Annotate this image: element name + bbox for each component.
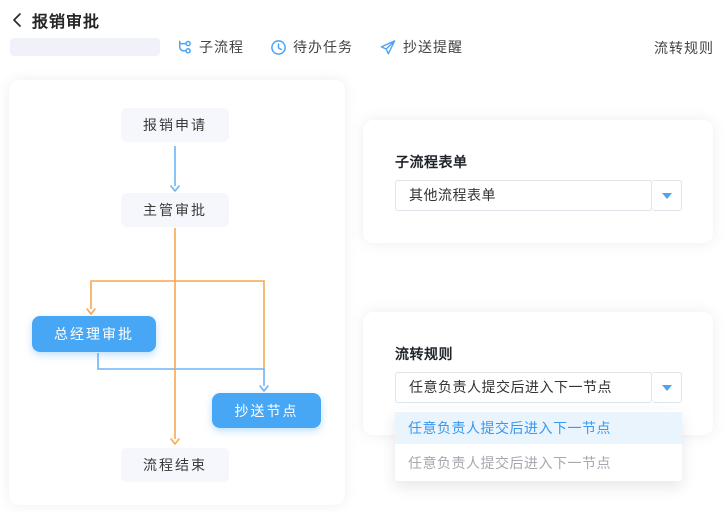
send-icon — [379, 39, 397, 56]
flow-node-cc[interactable]: 抄送节点 — [212, 393, 321, 428]
placeholder-bar — [10, 38, 160, 56]
flow-node-supervisor[interactable]: 主管审批 — [121, 193, 229, 227]
tool-item-todo-task[interactable]: 待办任务 — [270, 37, 353, 57]
subprocess-form-select-value: 其他流程表单 — [395, 180, 652, 211]
caret-down-icon — [661, 192, 672, 199]
flow-rules-dropdown-menu: 任意负责人提交后进入下一节点 任意负责人提交后进入下一节点 — [395, 410, 682, 481]
tool-item-label: 抄送提醒 — [403, 39, 463, 55]
caret-down-icon — [661, 384, 672, 391]
clock-icon — [270, 39, 287, 56]
dropdown-option-selected[interactable]: 任意负责人提交后进入下一节点 — [395, 412, 682, 444]
tool-item-cc-reminder[interactable]: 抄送提醒 — [379, 37, 463, 57]
flow-connectors — [86, 146, 269, 445]
tool-item-label: 子流程 — [199, 39, 244, 55]
flow-node-start[interactable]: 报销申请 — [121, 108, 229, 142]
back-button[interactable]: 报销审批 — [10, 8, 100, 32]
subprocess-form-select-caret[interactable] — [652, 180, 682, 211]
flow-node-general-manager[interactable]: 总经理审批 — [32, 316, 156, 352]
flow-rules-label: 流转规则 — [395, 346, 453, 362]
page-title: 报销审批 — [32, 14, 101, 31]
flow-rules-select-value: 任意负责人提交后进入下一节点 — [395, 372, 652, 403]
flow-node-end[interactable]: 流程结束 — [121, 448, 229, 482]
subprocess-form-label: 子流程表单 — [395, 154, 468, 170]
subprocess-icon — [176, 39, 193, 56]
flow-rules-select-caret[interactable] — [652, 372, 682, 403]
subprocess-form-card: 子流程表单 其他流程表单 — [363, 120, 713, 243]
toolbar: 子流程 待办任务 抄送提醒 — [0, 36, 725, 58]
flow-rules-select[interactable]: 任意负责人提交后进入下一节点 — [395, 372, 682, 403]
flowchart-panel: 报销申请 主管审批 总经理审批 抄送节点 流程结束 — [9, 80, 345, 505]
dropdown-option[interactable]: 任意负责人提交后进入下一节点 — [408, 455, 611, 471]
tool-item-label: 待办任务 — [293, 39, 353, 55]
flow-rules-link[interactable]: 流转规则 — [654, 40, 714, 56]
subprocess-form-select[interactable]: 其他流程表单 — [395, 180, 682, 211]
node-type-list: 子流程 待办任务 抄送提醒 — [176, 36, 489, 58]
tool-item-subprocess[interactable]: 子流程 — [176, 37, 244, 57]
back-chevron-icon — [10, 12, 24, 28]
